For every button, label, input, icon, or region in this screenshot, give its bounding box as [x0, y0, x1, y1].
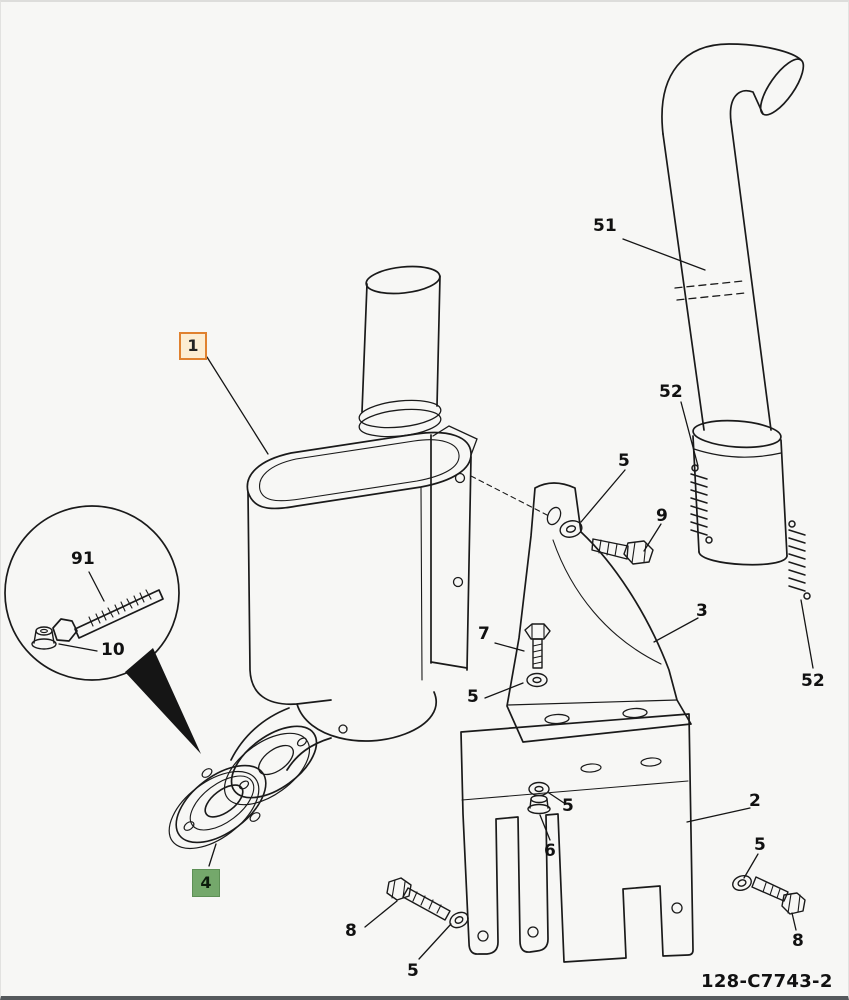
- callout-1-selected[interactable]: 1: [179, 332, 207, 360]
- drawing-number: 128-C7743-2: [701, 971, 833, 992]
- gasket-drawing: [168, 764, 267, 850]
- callout-5-at-nut[interactable]: 5: [562, 796, 574, 816]
- detail-bubble-drawing: [4, 505, 201, 754]
- callout-5-right-washer[interactable]: 5: [754, 835, 766, 855]
- fasteners-drawing: [386, 520, 806, 929]
- lower-bracket-drawing: [460, 713, 694, 963]
- silencer-drawing: [223, 265, 550, 806]
- callout-91[interactable]: 91: [71, 549, 95, 569]
- callout-5-bracket-tab[interactable]: 5: [618, 451, 630, 471]
- callout-52-lower[interactable]: 52: [801, 671, 825, 691]
- callout-8-left[interactable]: 8: [345, 921, 357, 941]
- callout-2[interactable]: 2: [749, 791, 761, 811]
- callout-8-right[interactable]: 8: [792, 931, 804, 951]
- callout-7[interactable]: 7: [478, 624, 490, 644]
- exhaust-stack-drawing: [661, 43, 805, 566]
- spring-clips-drawing: [690, 464, 811, 600]
- callout-3[interactable]: 3: [696, 601, 708, 621]
- callout-5-left-washer[interactable]: 5: [407, 961, 419, 981]
- callout-9[interactable]: 9: [656, 506, 668, 526]
- callout-6[interactable]: 6: [544, 841, 556, 861]
- callout-4-selected[interactable]: 4: [192, 869, 220, 897]
- callout-5-under-bolt7[interactable]: 5: [467, 687, 479, 707]
- callout-52-upper[interactable]: 52: [659, 382, 683, 402]
- callout-51[interactable]: 51: [593, 216, 617, 236]
- callout-10[interactable]: 10: [101, 640, 125, 660]
- leader-lines: [58, 238, 814, 960]
